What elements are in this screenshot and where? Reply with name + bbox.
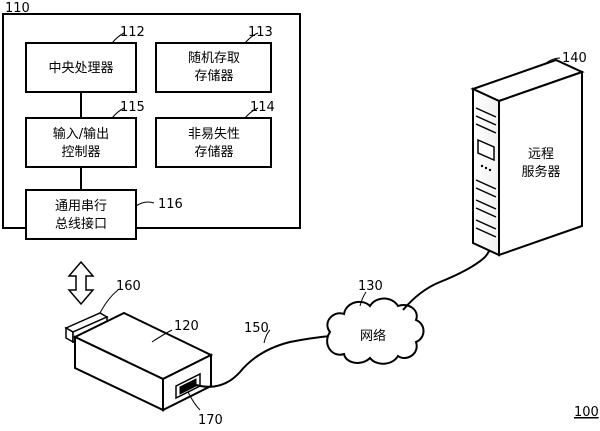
ram-text-line2: 存储器 — [194, 69, 233, 84]
io-controller-box — [25, 117, 137, 168]
label-130: 130 — [358, 279, 383, 294]
server-icon — [470, 58, 585, 257]
leader-113 — [244, 32, 259, 44]
nvm-text-line2: 存储器 — [194, 145, 233, 160]
leader-130 — [359, 291, 367, 307]
ram-box — [155, 42, 272, 93]
label-115: 115 — [120, 100, 145, 115]
label-110: 110 — [5, 1, 30, 16]
ram-text-line1: 随机存取 — [188, 51, 240, 66]
label-150: 150 — [244, 321, 269, 336]
label-140: 140 — [562, 51, 587, 66]
leader-140 — [544, 57, 561, 65]
nvm-text-line1: 非易失性 — [188, 127, 240, 142]
usb-device-icon — [64, 311, 214, 412]
network-text: 网络 — [360, 328, 386, 344]
label-112: 112 — [120, 25, 145, 40]
usb-text-line1: 通用串行 — [55, 199, 107, 214]
label-120: 120 — [174, 319, 199, 334]
cpu-text: 中央处理器 — [48, 61, 113, 76]
leader-112 — [111, 32, 125, 44]
leader-120 — [151, 329, 173, 343]
io-text-line1: 输入/输出 — [53, 126, 109, 142]
label-114: 114 — [250, 100, 275, 115]
io-text-line2: 控制器 — [61, 145, 100, 160]
leader-114 — [244, 107, 259, 119]
nvm-box — [155, 117, 272, 168]
leader-160 — [99, 289, 119, 314]
leader-170 — [187, 391, 201, 411]
label-116: 116 — [158, 197, 183, 212]
leader-116 — [135, 201, 155, 207]
label-170: 170 — [198, 413, 223, 426]
usb-interface-box — [25, 189, 137, 240]
computer-system-box — [2, 13, 301, 229]
cable-150 — [195, 335, 331, 388]
label-113: 113 — [248, 25, 273, 40]
server-text-line2: 服务器 — [521, 164, 560, 180]
link-network-server — [402, 239, 493, 311]
bidirectional-arrow-icon — [67, 260, 95, 306]
leader-150 — [263, 329, 271, 344]
usb-text-line2: 总线接口 — [55, 216, 107, 232]
leader-115 — [111, 107, 125, 119]
network-cloud-icon — [326, 297, 425, 365]
figure-label: 100 — [574, 405, 599, 420]
label-160: 160 — [116, 279, 141, 294]
server-text-line1: 远程 — [528, 147, 554, 162]
